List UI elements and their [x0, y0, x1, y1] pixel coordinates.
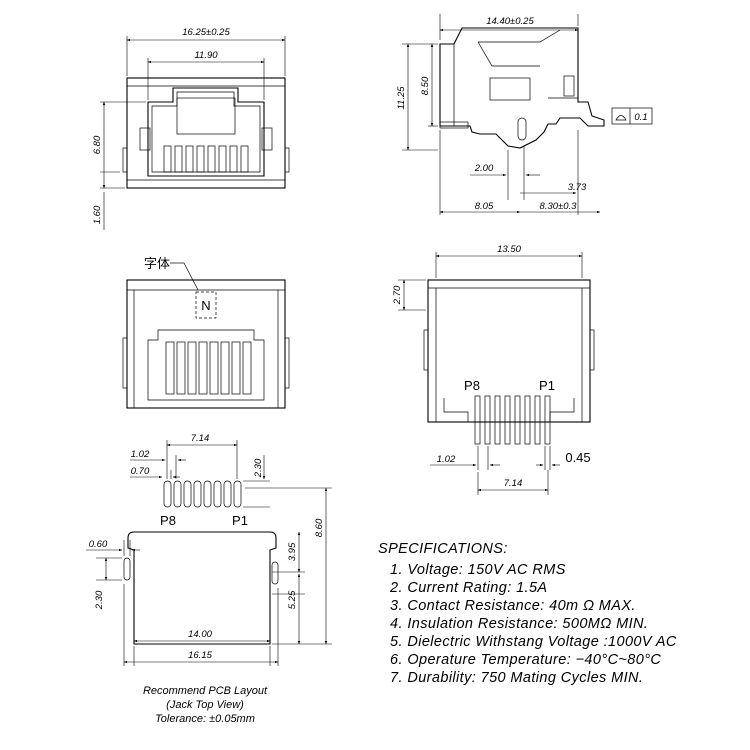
spec-item: 7. Durability: 750 Mating Cycles MIN. [390, 670, 644, 686]
pcb-layout-view: P8 P1 7.14 1.02 0.70 2.30 8.60 3.95 5.25 [86, 433, 332, 666]
back-pitch-dim: 1.02 [437, 454, 456, 465]
front-contacts [163, 145, 249, 173]
spec-item: 1. Voltage: 150V AC RMS [390, 562, 566, 578]
pcb-pad-height-dim: 2.30 [253, 458, 264, 478]
pcb-inner-width-dim: 14.00 [188, 629, 212, 640]
front-body [126, 77, 286, 189]
flatness-frame [611, 107, 653, 125]
pcb-outline [127, 531, 277, 645]
pcb-note-line1: Recommend PCB Layout [142, 685, 268, 697]
side-d1-dim: 2.00 [474, 163, 494, 174]
side-height-dim: 11.25 [396, 86, 407, 110]
specifications-title: SPECIFICATIONS: [378, 541, 508, 557]
side-width-dim: 14.40±0.25 [486, 16, 534, 27]
side-d4-dim: 8.30±0.3 [540, 201, 578, 212]
spec-item: 4. Insulation Resistance: 500MΩ MIN. [390, 616, 649, 632]
flatness-value: 0.1 [634, 112, 647, 123]
marker-letter: N [201, 298, 210, 313]
front-bottom-dim: 1.60 [92, 205, 103, 224]
spec-item: 5. Dielectric Withstang Voltage :1000V A… [390, 634, 677, 650]
back-pin-width-dim: 0.45 [565, 450, 590, 465]
front-width-dim: 16.25±0.25 [182, 27, 230, 38]
side-d2-dim: 3.73 [568, 182, 587, 193]
pcb-note-line3: Tolerance: ±0.05mm [155, 713, 255, 725]
spec-item: 3. Contact Resistance: 40m Ω MAX. [390, 598, 636, 614]
front-jack-opening [147, 87, 265, 177]
pcb-slot-offset-dim: 3.95 [287, 542, 298, 561]
side-view: 0.1 14.40±0.25 11.25 8.50 2.00 3.73 8.05… [396, 14, 653, 215]
pcb-pad-width-dim: 0.70 [131, 466, 150, 477]
pcb-slot-height-dim: 2.30 [94, 590, 105, 610]
side-body [439, 27, 605, 149]
pcb-slot-right [271, 561, 279, 585]
front-view: 16.25±0.25 11.90 6.80 1.60 [92, 27, 290, 230]
pcb-span-dim: 7.14 [191, 433, 210, 444]
back-pins [474, 395, 551, 445]
back-height-dim: 2.70 [392, 285, 403, 305]
back-body [427, 279, 591, 423]
top-contacts [165, 341, 252, 395]
top-view: 字体 N [122, 256, 290, 409]
pcb-pitch-dim: 1.02 [131, 449, 150, 460]
back-span-dim: 7.14 [504, 478, 523, 489]
back-pin-label-p8: P8 [464, 378, 480, 393]
marker-box [195, 291, 217, 319]
side-d3-dim: 8.05 [475, 201, 494, 212]
pcb-overall-height-dim: 8.60 [314, 518, 325, 537]
specifications-block: SPECIFICATIONS: 1. Voltage: 150V AC RMS … [378, 541, 677, 687]
back-view: P8 P1 13.50 2.70 1.02 0.45 [392, 244, 595, 495]
spec-item: 6. Operature Temperature: −40°C~80°C [390, 652, 662, 668]
pcb-slot-left [123, 557, 131, 581]
pcb-pin-label-p8: P8 [160, 513, 176, 528]
pcb-pads [163, 480, 242, 508]
front-inner-dim: 11.90 [194, 50, 218, 61]
pcb-layout-note: Recommend PCB Layout (Jack Top View) Tol… [110, 684, 300, 726]
font-label: 字体 [144, 256, 170, 271]
pcb-pin-label-p1: P1 [232, 513, 248, 528]
back-pin-label-p1: P1 [539, 378, 555, 393]
side-inner-height-dim: 8.50 [420, 76, 431, 95]
spec-item: 2. Current Rating: 1.5A [390, 580, 548, 596]
pcb-slot-lower-dim: 5.25 [287, 590, 298, 609]
pcb-outer-width-dim: 16.15 [188, 650, 212, 661]
back-width-dim: 13.50 [497, 244, 521, 255]
front-height-dim: 6.80 [92, 135, 103, 154]
pcb-slot-width-dim: 0.60 [89, 539, 108, 550]
pcb-note-line2: (Jack Top View) [166, 699, 244, 711]
